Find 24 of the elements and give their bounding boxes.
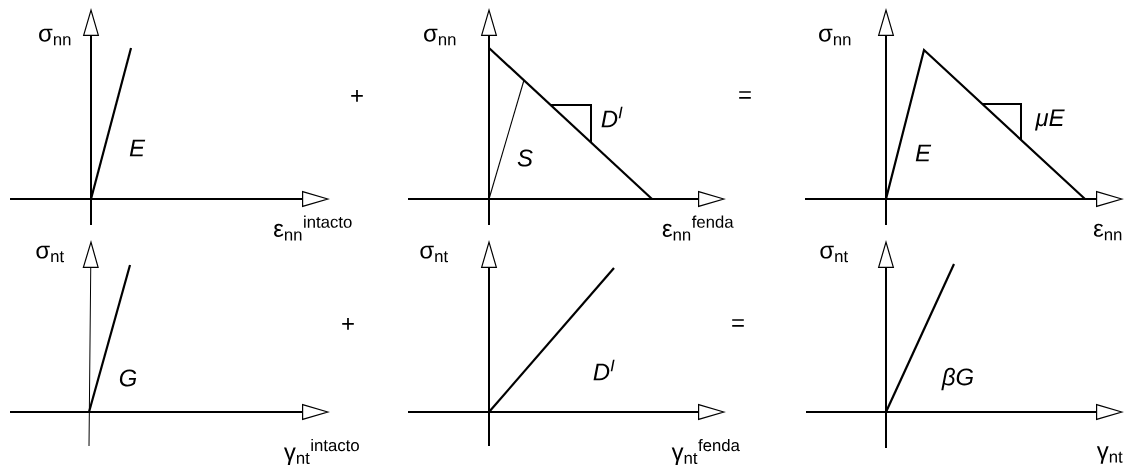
plus-sign: +: [351, 90, 363, 102]
axis-label: ε$_{nn}$: [1093, 223, 1122, 241]
axis-label: σ$_{nn}$: [39, 28, 71, 46]
slope-label: E: [915, 144, 932, 162]
slope-label: βG: [941, 367, 974, 391]
axis-label: σ$_{nn}$: [424, 28, 456, 46]
plus-sign: +: [342, 318, 354, 330]
axis-label: γ$_{nt}$intacto: [284, 438, 359, 466]
slope-label: μE: [1035, 109, 1065, 131]
equals-sign: =: [739, 91, 751, 99]
axis-label: σ$_{nt}$: [420, 245, 448, 263]
axis-label: σ$_{nt}$: [36, 245, 64, 263]
axis-label: ε$_{nn}$intacto: [274, 215, 352, 241]
equals-sign: =: [732, 319, 744, 327]
axis-label: γ$_{nt}$: [1096, 446, 1123, 464]
slope-label: E: [129, 139, 146, 157]
slope-label: D$^{I}$: [593, 359, 615, 381]
slope-label: G: [119, 369, 137, 387]
axis-label: σ$_{nn}$: [819, 28, 851, 46]
axis-label: γ$_{nt}$fenda: [671, 438, 740, 466]
slope-label: D$^{I}$: [601, 106, 623, 128]
axis-label: ε$_{nn}$fenda: [662, 215, 734, 241]
slope-label: S: [517, 149, 533, 167]
axis-label: σ$_{nt}$: [820, 245, 848, 263]
